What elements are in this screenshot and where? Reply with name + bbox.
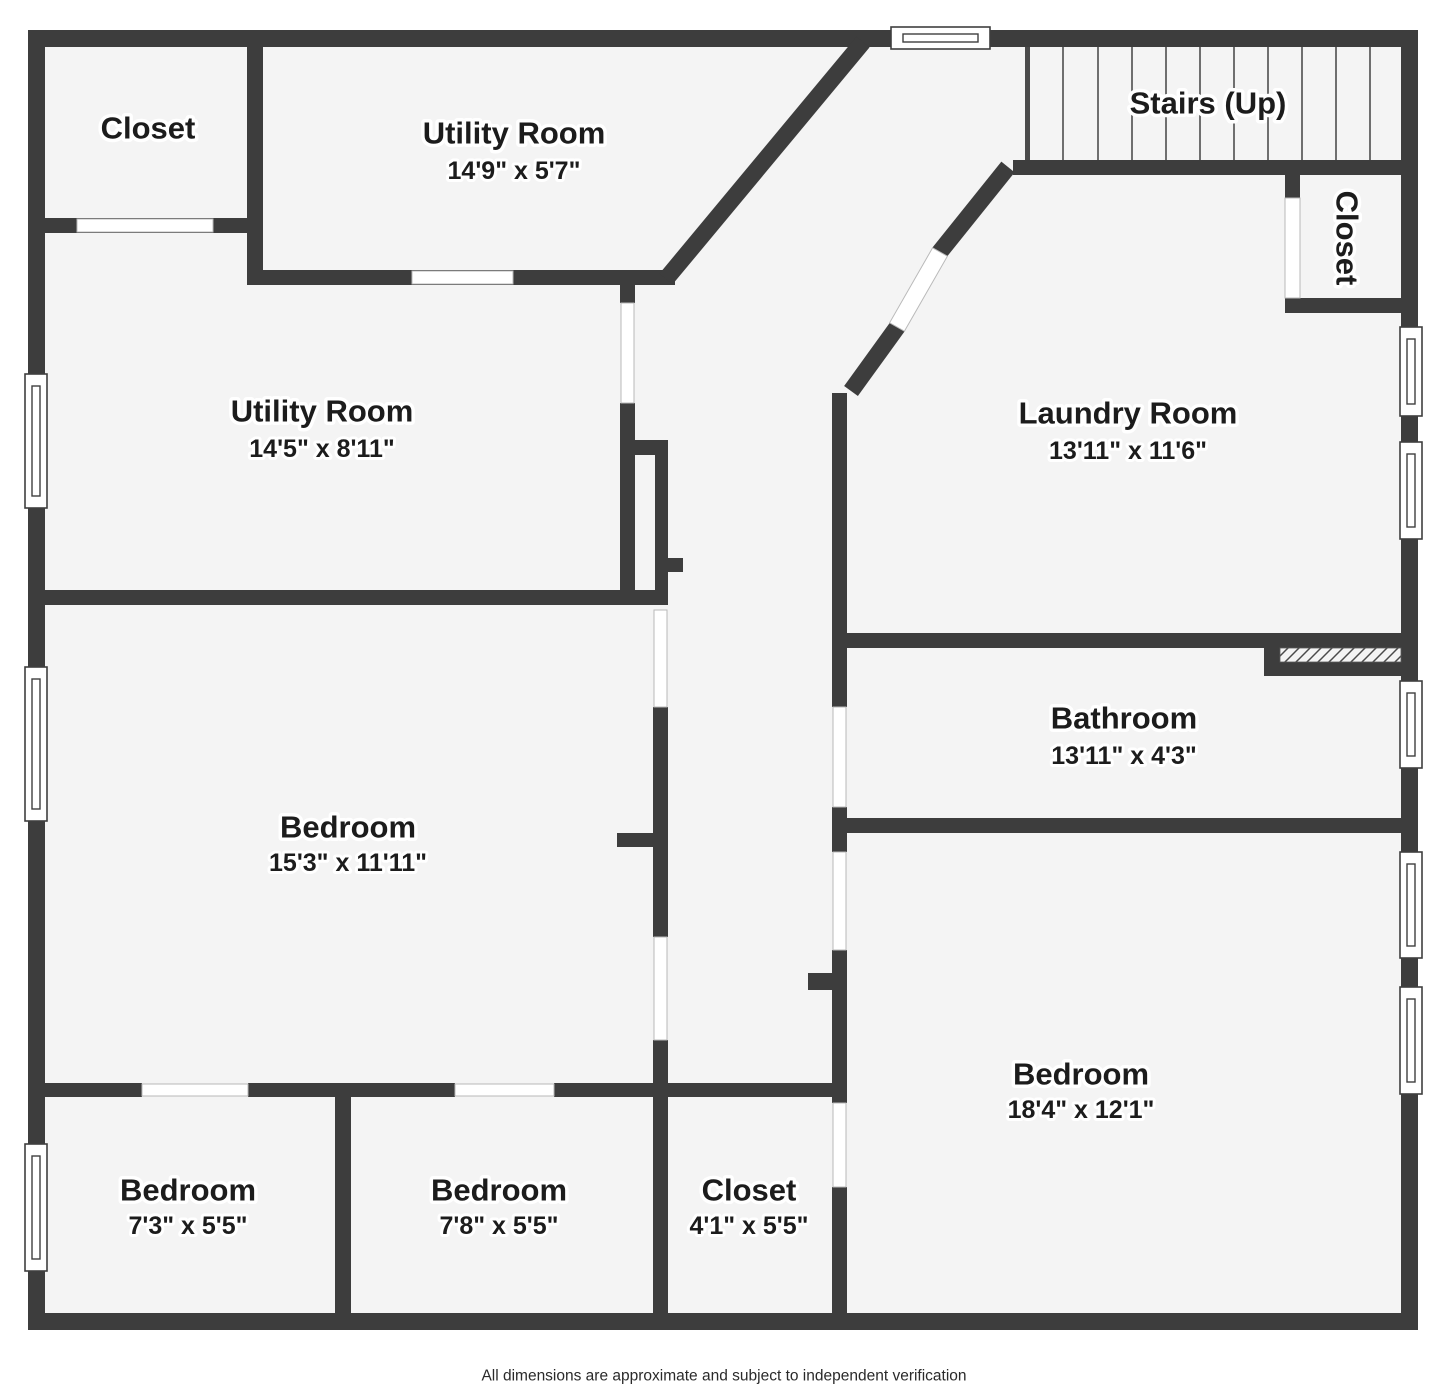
room-label-utility-room-middle: Utility Room <box>231 394 414 429</box>
window-top <box>890 26 991 50</box>
room-label-laundry-room: Laundry Room <box>1019 396 1238 431</box>
room-dims-utility-room-middle: 14'5" x 8'11" <box>249 435 394 463</box>
room-label-closet-top-right: Closet <box>1330 191 1365 286</box>
room-dims-utility-room-top: 14'9" x 5'7" <box>448 157 581 185</box>
stairs-treads <box>1062 47 1371 160</box>
room-label-closet-bottom: Closet <box>702 1173 797 1208</box>
disclaimer-text: All dimensions are approximate and subje… <box>481 1368 966 1385</box>
window-right-2 <box>1399 441 1423 540</box>
window-left-1 <box>24 373 48 509</box>
room-label-bedroom-right: Bedroom <box>1013 1057 1149 1092</box>
room-label-bathroom: Bathroom <box>1051 701 1197 736</box>
room-label-utility-room-top: Utility Room <box>423 116 606 151</box>
window-right-1 <box>1399 326 1423 417</box>
room-label-bedroom-bottom-middle: Bedroom <box>431 1173 567 1208</box>
room-label-stairs: Stairs (Up) <box>1130 86 1287 121</box>
room-label-bedroom-left: Bedroom <box>280 810 416 845</box>
room-dims-bedroom-left: 15'3" x 11'11" <box>269 849 427 877</box>
room-label-closet-top-left: Closet <box>101 111 196 146</box>
room-dims-bedroom-bottom-middle: 7'8" x 5'5" <box>439 1212 558 1240</box>
window-right-5 <box>1399 986 1423 1095</box>
room-dims-laundry-room: 13'11" x 11'6" <box>1049 437 1207 465</box>
windows <box>24 26 1423 1272</box>
window-right-3 <box>1399 680 1423 769</box>
room-dims-bedroom-bottom-left: 7'3" x 5'5" <box>128 1212 247 1240</box>
window-left-2 <box>24 666 48 822</box>
room-dims-closet-bottom: 4'1" x 5'5" <box>689 1212 808 1240</box>
window-left-3 <box>24 1143 48 1272</box>
door-openings <box>76 197 1301 1188</box>
hatched-shelf <box>1279 647 1402 663</box>
window-right-4 <box>1399 851 1423 959</box>
room-dims-bedroom-right: 18'4" x 12'1" <box>1008 1096 1155 1124</box>
room-dims-bathroom: 13'11" x 4'3" <box>1051 742 1196 770</box>
room-label-bedroom-bottom-left: Bedroom <box>120 1173 256 1208</box>
floor-area <box>45 47 1401 1313</box>
room-labels: Closet Utility Room 14'9" x 5'7" Stairs … <box>97 82 1368 1243</box>
